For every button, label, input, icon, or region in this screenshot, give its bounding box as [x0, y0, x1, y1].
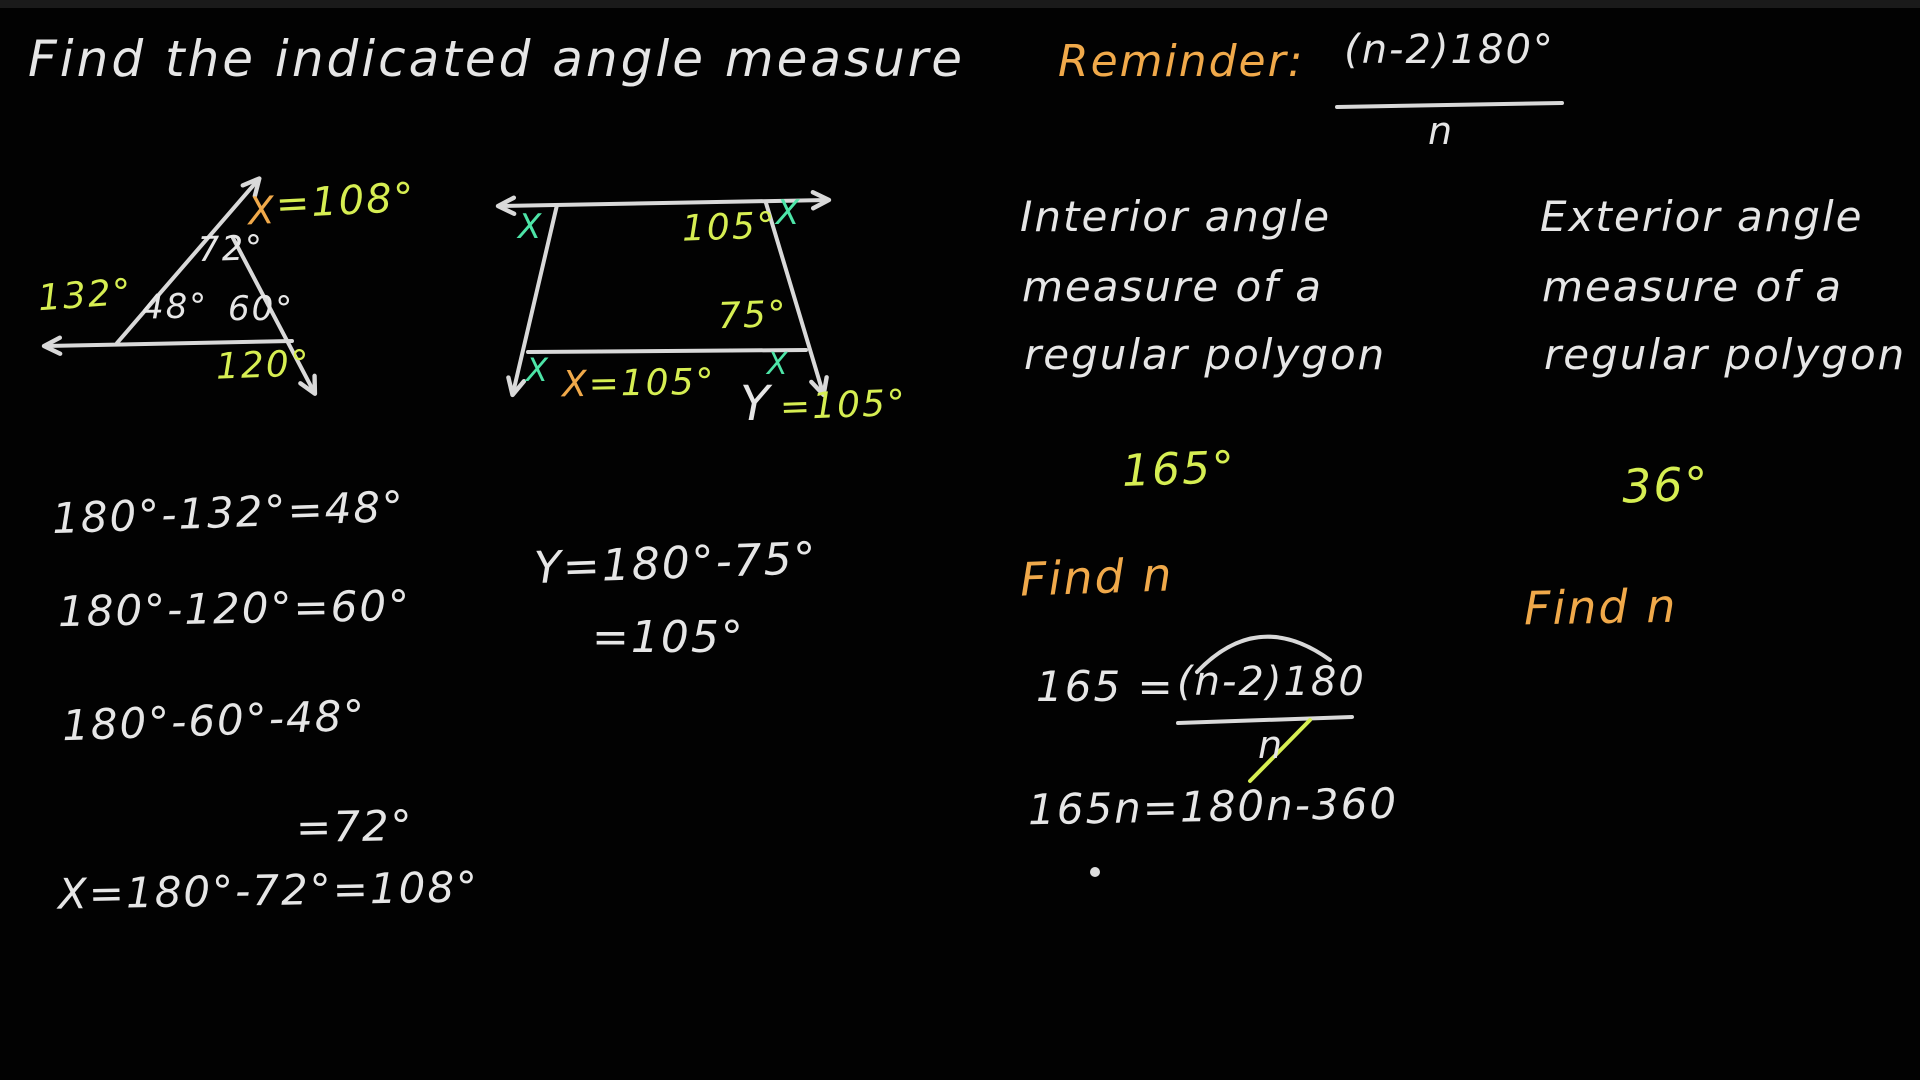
- triangle-interior-right-angle: 60°: [228, 289, 295, 329]
- trapezoid-x-top-left: X: [518, 207, 544, 247]
- exterior-find-n-label: Find n: [1523, 578, 1678, 636]
- trapezoid-top-angle: 105°: [681, 205, 778, 250]
- trapezoid-x-top-right: X: [776, 193, 802, 233]
- cancel-slash: [1248, 718, 1312, 783]
- triangle-figure: [41, 176, 318, 396]
- interior-heading-line: measure of a: [1022, 262, 1324, 311]
- interior-find-n-label: Find n: [1019, 547, 1175, 607]
- trapezoid-x-answer-variable: X: [561, 363, 590, 406]
- work-line: =72°: [295, 800, 415, 853]
- interior-heading-line: Interior angle: [1020, 192, 1332, 241]
- interior-angle-value: 165°: [1121, 442, 1237, 497]
- equation-line2: 165n=180n-360: [1027, 778, 1399, 835]
- trapezoid-x-answer-value: =105°: [588, 361, 716, 405]
- reminder-fraction-bar: [1335, 101, 1564, 109]
- equation-numerator: (n-2)180: [1177, 659, 1366, 705]
- triangle-left-side-ray: [115, 176, 262, 345]
- work-line: 180°-60°-48°: [61, 690, 368, 751]
- triangle-answer-value: =108°: [274, 174, 417, 228]
- interior-heading-line: regular polygon: [1024, 330, 1387, 379]
- triangle-interior-top-angle: 72°: [197, 227, 265, 271]
- work-line: 180°-132°=48°: [51, 481, 406, 544]
- trapezoid-y-answer-variable: Y: [740, 376, 772, 432]
- trapezoid-right-angle: 75°: [717, 293, 789, 338]
- trapezoid-left-leg-ray: [506, 203, 559, 398]
- triangle-exterior-left-angle: 132°: [36, 271, 134, 320]
- work-line: X=180°-72°=108°: [57, 862, 480, 919]
- trapezoid-right-leg-ray: [764, 201, 829, 398]
- trapezoid-x-bottom-left: X: [526, 351, 550, 389]
- work-line: =105°: [592, 612, 745, 663]
- equation-fraction-bar: [1176, 715, 1354, 725]
- distribute-arc-annotation: [1195, 634, 1332, 674]
- page-title: Find the indicated angle measure: [28, 30, 966, 88]
- trapezoid-bottom-side: [526, 348, 808, 354]
- reminder-formula-denominator: n: [1428, 109, 1455, 153]
- trapezoid-y-answer-value: =105°: [779, 382, 908, 429]
- exterior-heading-line: Exterior angle: [1540, 192, 1864, 241]
- reminder-formula-numerator: (n-2)180°: [1344, 27, 1555, 73]
- top-edge-strip: [0, 0, 1920, 8]
- cursor-dot: [1090, 867, 1100, 877]
- work-line: Y=180°-75°: [533, 533, 819, 594]
- triangle-base-ray: [41, 335, 294, 356]
- trapezoid-top-ray-right: [661, 190, 832, 211]
- exterior-heading-line: regular polygon: [1544, 330, 1907, 379]
- triangle-exterior-bottom-angle: 120°: [215, 343, 312, 388]
- exterior-heading-line: measure of a: [1542, 262, 1844, 311]
- trapezoid-x-answer: X =105°: [561, 361, 716, 406]
- trapezoid-figure: [495, 190, 832, 398]
- reminder-label: Reminder:: [1058, 36, 1305, 87]
- triangle-right-side-ray: [231, 236, 318, 396]
- trapezoid-x-bottom-right: X: [767, 347, 790, 382]
- trapezoid-top-ray-left: [495, 195, 665, 216]
- exterior-angle-value: 36°: [1621, 456, 1711, 514]
- triangle-answer-variable: X: [246, 187, 278, 234]
- work-line: 180°-120°=60°: [57, 580, 412, 637]
- equation-lhs: 165 =: [1036, 662, 1175, 711]
- equation-denominator: n: [1258, 723, 1285, 767]
- triangle-interior-left-angle: 48°: [141, 286, 209, 328]
